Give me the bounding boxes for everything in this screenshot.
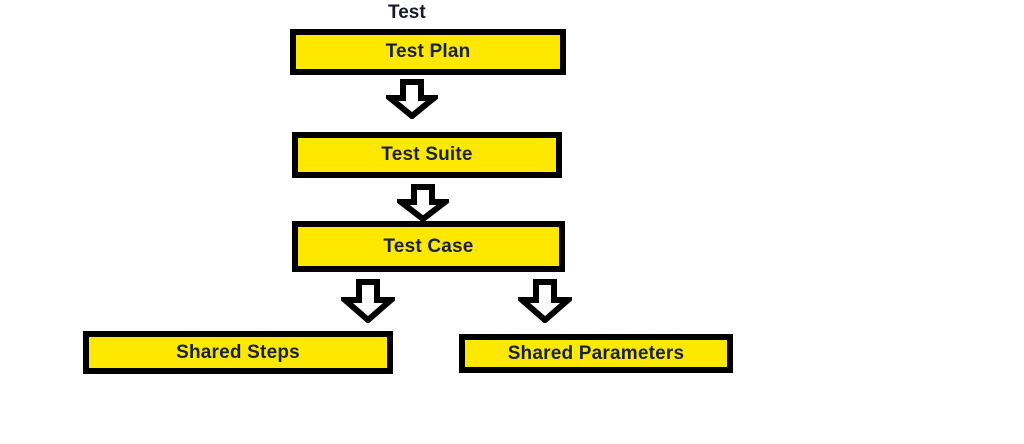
- node-shared-parameters[interactable]: Shared Parameters: [459, 334, 733, 373]
- node-test-plan-label: Test Plan: [385, 41, 471, 62]
- node-test-plan[interactable]: Test Plan: [290, 29, 566, 75]
- arrow-down-icon: [518, 279, 572, 323]
- arrow-down-icon: [386, 79, 438, 119]
- arrow-plan-to-suite: [386, 79, 438, 119]
- node-shared-steps-label: Shared Steps: [176, 341, 300, 363]
- node-test-case-label: Test Case: [383, 235, 474, 257]
- node-shared-steps[interactable]: Shared Steps: [83, 331, 393, 374]
- arrow-down-icon: [341, 279, 395, 323]
- arrow-suite-to-case: [397, 184, 449, 222]
- node-test-suite-label: Test Suite: [381, 144, 473, 165]
- arrow-down-icon: [397, 184, 449, 222]
- arrow-case-to-parameters: [518, 279, 572, 323]
- node-test-case[interactable]: Test Case: [292, 221, 565, 272]
- node-shared-parameters-label: Shared Parameters: [507, 342, 685, 364]
- arrow-case-to-steps: [341, 279, 395, 323]
- node-test-suite[interactable]: Test Suite: [292, 132, 562, 178]
- diagram-title: Test: [388, 2, 426, 23]
